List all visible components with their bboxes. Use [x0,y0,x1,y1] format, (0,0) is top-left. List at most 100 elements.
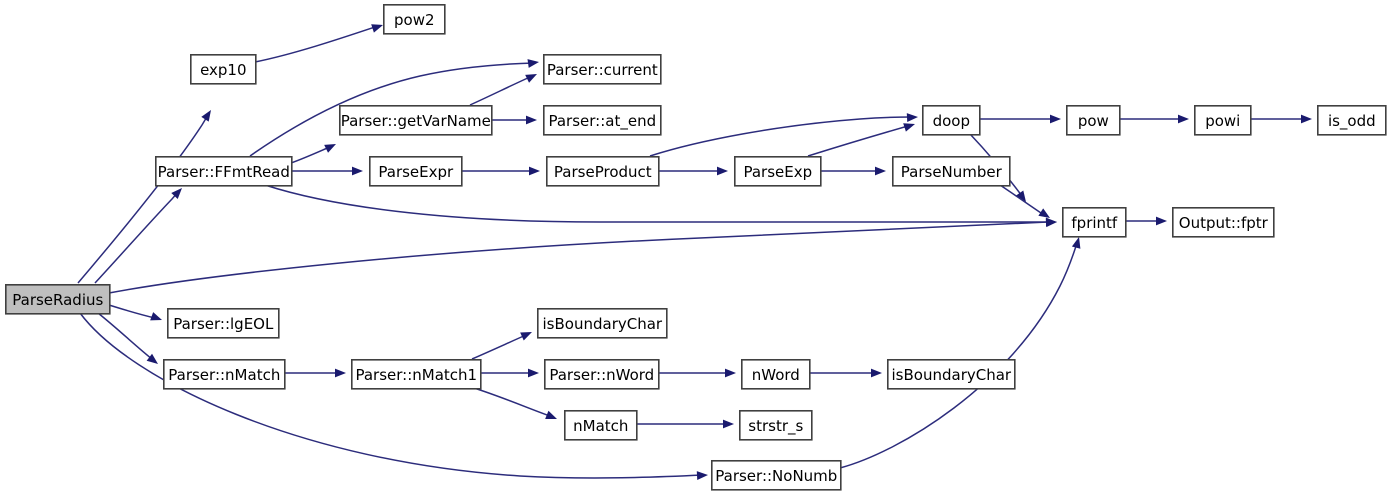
edge-parseproduct-to-parseexp [658,166,728,176]
edge-parser_nmatch1-to-nmatch [473,387,557,419]
graph-node-parser_at_end[interactable]: Parser::at_end [542,105,662,136]
edge-line [469,76,531,106]
node-rect[interactable] [738,409,813,441]
graph-node-parser_nmatch1[interactable]: Parser::nMatch1 [350,358,482,390]
graph-node-nmatch[interactable]: nMatch [563,409,638,441]
graph-node-exp10[interactable]: exp10 [190,53,257,85]
graph-node-parseproduct[interactable]: ParseProduct [545,156,660,187]
node-rect[interactable] [891,156,1011,187]
node-rect[interactable] [5,283,111,315]
graph-node-parser_nonumb[interactable]: Parser::NoNumb [710,459,842,491]
edge-parser_getvarname-to-parser_current [469,74,537,106]
graph-node-parser_getvarname[interactable]: Parser::getVarName [338,105,493,136]
edge-parseradius-to-fprintf [108,218,1057,294]
graph-node-pow2[interactable]: pow2 [382,4,446,35]
node-rect[interactable] [155,156,293,187]
edge-parser_ffmtread-to-fprintf [264,184,1057,227]
node-rect[interactable] [740,358,811,390]
arrowhead-icon [520,332,532,341]
edge-line [97,312,153,360]
node-rect[interactable] [710,459,842,491]
graph-node-parser_lgeol[interactable]: Parser::lgEOL [167,307,280,339]
arrowhead-icon [871,368,882,378]
edge-line [471,334,527,360]
node-rect[interactable] [1062,207,1127,238]
arrowhead-icon [526,115,537,125]
graph-node-strstr_s[interactable]: strstr_s [738,409,813,441]
edge-line [94,191,179,284]
arrowhead-icon [1301,114,1312,124]
node-rect[interactable] [886,358,1016,390]
graph-node-doop[interactable]: doop [921,105,981,136]
node-rect[interactable] [542,105,662,136]
arrowhead-icon [723,419,734,429]
graph-node-parser_nmatch[interactable]: Parser::nMatch [163,358,286,390]
graph-node-nword[interactable]: nWord [740,358,811,390]
node-rect[interactable] [536,307,668,339]
node-rect[interactable] [1317,105,1387,136]
node-rect[interactable] [921,105,981,136]
arrowhead-icon [875,166,886,176]
graph-node-output_fptr[interactable]: Output::fptr [1172,207,1275,238]
arrowhead-icon [1016,190,1026,202]
graph-node-parseradius[interactable]: ParseRadius [5,283,111,315]
node-rect[interactable] [190,53,257,85]
arrowhead-icon [1038,208,1050,218]
edge-line [77,114,209,284]
node-rect[interactable] [1172,207,1275,238]
arrowhead-icon [146,353,158,364]
node-rect[interactable] [163,358,286,390]
graph-node-isboundarychar1[interactable]: isBoundaryChar [536,307,668,339]
graph-node-fprintf[interactable]: fprintf [1062,207,1127,238]
node-rect[interactable] [545,156,660,187]
node-rect[interactable] [1066,105,1121,136]
node-rect[interactable] [368,156,463,187]
node-rect[interactable] [542,53,662,85]
arrowhead-icon [1156,216,1167,226]
edge-pow-to-powi [1119,114,1189,124]
edge-parseexpr-to-parseproduct [461,166,540,176]
node-rect[interactable] [733,156,822,187]
edge-line [108,221,1049,294]
arrowhead-icon [171,188,182,200]
graph-node-pow[interactable]: pow [1066,105,1121,136]
graph-node-parser_nword[interactable]: Parser::nWord [543,358,660,390]
edge-parser_nonumb-to-fprintf [839,237,1081,469]
edge-line [264,184,1048,223]
arrowhead-icon [717,166,728,176]
arrowhead-icon [1046,217,1057,227]
edge-line [249,62,535,157]
graph-node-powi[interactable]: powi [1194,105,1252,136]
arrowhead-icon [324,144,336,153]
node-rect[interactable] [167,307,280,339]
edge-line [999,184,1045,216]
arrowhead-icon [725,368,736,378]
edge-parseexp-to-doop [807,123,915,157]
node-rect[interactable] [350,358,482,390]
arrowhead-icon [696,471,708,480]
graph-node-parser_current[interactable]: Parser::current [542,53,662,85]
edge-parser_getvarname-to-parser_at_end [491,115,537,125]
graph-node-parseexpr[interactable]: ParseExpr [368,156,463,187]
graph-node-parser_ffmtread[interactable]: Parser::FFmtRead [155,156,293,187]
node-rect[interactable] [543,358,660,390]
arrowhead-icon [150,312,162,321]
graph-node-parsenumber[interactable]: ParseNumber [891,156,1011,187]
graph-node-parseexp[interactable]: ParseExp [733,156,822,187]
graph-node-isboundarychar2[interactable]: isBoundaryChar [886,358,1016,390]
node-rect[interactable] [1194,105,1252,136]
edge-powi-to-is_odd [1250,114,1312,124]
edge-parseproduct-to-doop [649,113,918,157]
arrowhead-icon [903,123,915,132]
edge-exp10-to-pow2 [254,24,383,63]
edge-parseradius-to-parser_lgeol [108,304,162,321]
graph-node-is_odd[interactable]: is_odd [1317,105,1387,136]
edge-parser_ffmtread-to-parseexpr [291,166,363,176]
node-rect[interactable] [563,409,638,441]
node-rect[interactable] [382,4,446,35]
arrowhead-icon [201,110,211,122]
node-rect[interactable] [338,105,493,136]
arrowhead-icon [1071,237,1081,249]
edge-doop-to-pow [979,114,1061,124]
